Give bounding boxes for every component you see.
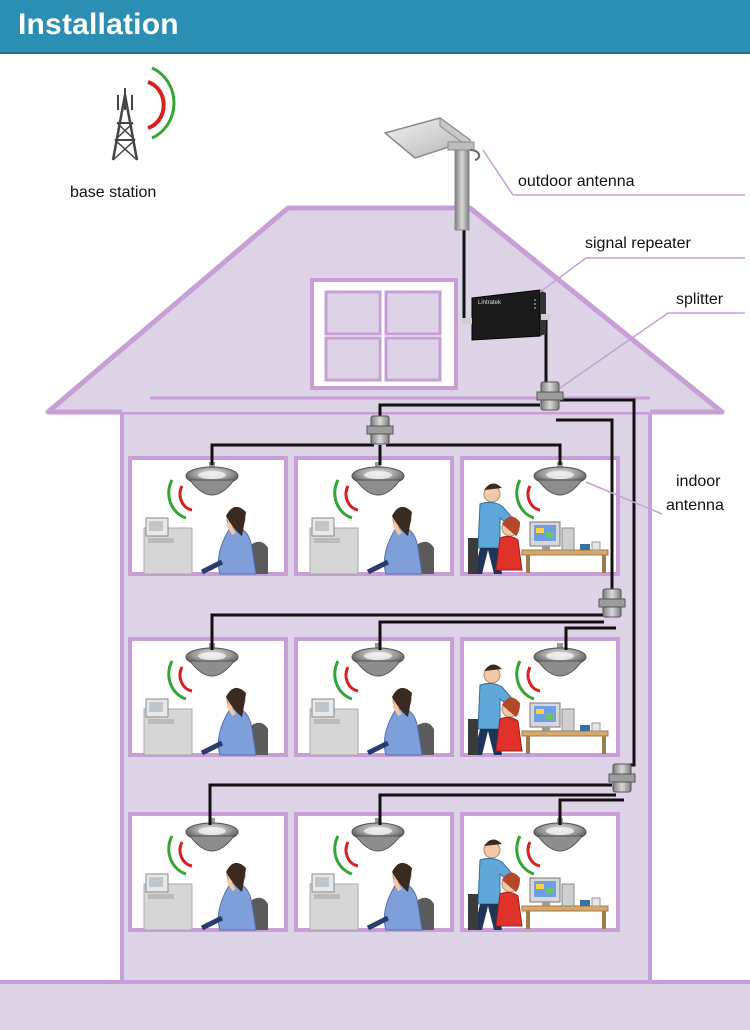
signal-repeater-leader <box>539 257 745 293</box>
indoor-antenna-icon <box>351 818 405 852</box>
signal-waves-icon <box>515 660 541 701</box>
floor-3 <box>128 456 620 576</box>
floor1-room3-cable <box>558 798 624 825</box>
repeater-brand: Lintratek <box>478 300 502 306</box>
floor-2 <box>128 637 620 757</box>
header-divider <box>0 52 750 54</box>
indoor-antenna-label-line1: indoor <box>676 473 721 490</box>
main-to-floor2-cable <box>556 418 614 600</box>
room <box>128 637 288 757</box>
signal-waves-icon <box>515 479 541 520</box>
floor-3-splitter-icon <box>366 415 394 445</box>
indoor-antenna-label-line2: antenna <box>666 497 724 514</box>
splitters <box>366 381 636 793</box>
floor3-room1-cable <box>210 443 374 465</box>
room <box>128 812 288 932</box>
floors <box>128 456 620 932</box>
signal-waves-icon <box>333 660 359 701</box>
indoor-antenna-icon <box>185 462 239 496</box>
base-station-label: base station <box>70 184 156 201</box>
woman-on-phone-illustration <box>143 687 268 756</box>
room <box>460 637 620 757</box>
woman-on-phone-illustration <box>309 506 434 575</box>
splitter-label: splitter <box>676 291 724 308</box>
signal-repeater-icon: Lintratek <box>462 289 551 341</box>
main-to-floor3-splitter-cable <box>378 403 540 420</box>
floor1-room1-cable <box>208 783 612 825</box>
outdoor-antenna-label: outdoor antenna <box>518 173 635 190</box>
indoor-antenna-leader <box>585 481 663 515</box>
outdoor-antenna-leader <box>482 149 745 196</box>
outdoor-antenna-icon <box>383 117 481 231</box>
floor3-room3-cable <box>386 443 562 465</box>
signal-waves-icon <box>167 660 193 701</box>
room <box>460 456 620 576</box>
header-bar: Installation <box>0 0 750 52</box>
floor-1-splitter-icon <box>608 763 636 793</box>
attic-window <box>310 278 458 390</box>
indoor-antenna-icon <box>351 462 405 496</box>
woman-on-phone-illustration <box>143 506 268 575</box>
main-splitter-icon <box>536 381 564 411</box>
room <box>294 637 454 757</box>
room <box>128 456 288 576</box>
floor2-room2-cable <box>378 620 604 650</box>
floor2-room1-cable <box>210 613 604 650</box>
signal-waves-icon <box>167 835 193 876</box>
signal-waves-icon <box>515 835 541 876</box>
woman-on-phone-illustration <box>309 862 434 931</box>
couple-at-computer-illustration <box>468 483 609 574</box>
room <box>294 456 454 576</box>
floor1-room2-cable <box>378 793 616 825</box>
indoor-antenna-icon <box>185 643 239 677</box>
base-station-icon <box>111 66 176 161</box>
splitter-leader <box>559 312 745 389</box>
room <box>460 812 620 932</box>
floor2-room3-cable <box>564 626 616 650</box>
signal-waves-icon <box>167 479 193 520</box>
couple-at-computer-illustration <box>468 839 609 930</box>
indoor-antenna-icon <box>533 462 587 496</box>
callout-lines <box>482 149 745 515</box>
indoor-antenna-icon <box>351 643 405 677</box>
floor-2-splitter-icon <box>598 588 626 618</box>
signal-waves-icon <box>333 479 359 520</box>
page-title: Installation <box>18 8 179 41</box>
couple-at-computer-illustration <box>468 664 609 755</box>
signal-repeater-label: signal repeater <box>585 235 692 252</box>
floor-1 <box>128 812 620 932</box>
room <box>294 812 454 932</box>
signal-waves-icon <box>333 835 359 876</box>
indoor-antenna-icon <box>533 643 587 677</box>
woman-on-phone-illustration <box>143 862 268 931</box>
woman-on-phone-illustration <box>309 687 434 756</box>
indoor-antenna-icon <box>185 818 239 852</box>
